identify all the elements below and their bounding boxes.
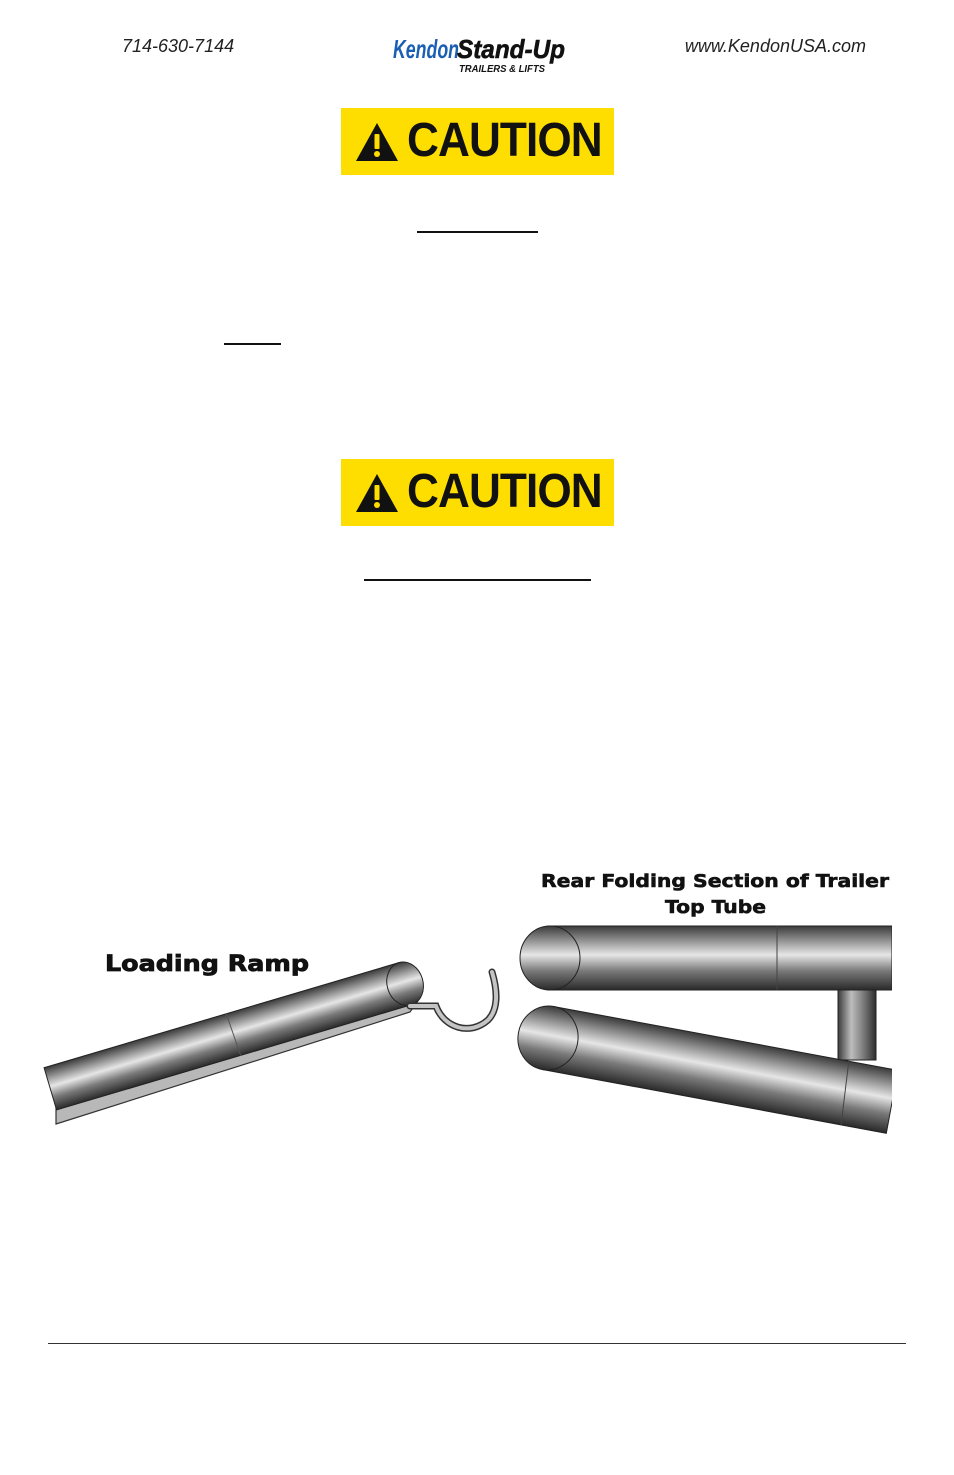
label-top-tube: Top Tube — [665, 897, 766, 918]
caution-label: CAUTION — [407, 114, 603, 167]
kendon-logo: Kendon Stand-Up TRAILERS & LIFTS — [393, 34, 565, 75]
trailer-top-tube — [519, 925, 893, 991]
logo-product: Stand-Up — [457, 34, 565, 64]
ramp-hook — [406, 968, 500, 1032]
trailer-connector-post — [837, 989, 877, 1061]
note-underline — [224, 343, 281, 345]
label-loading-ramp: Loading Ramp — [105, 952, 309, 977]
caution-banner: CAUTION — [341, 108, 614, 175]
heading-underline — [417, 231, 538, 233]
ramp-diagram: Loading Ramp Rear Folding Section of Tra… — [43, 860, 954, 1150]
footer-rule — [48, 1343, 906, 1344]
caution-label: CAUTION — [407, 465, 603, 518]
caution-banner: CAUTION — [341, 459, 614, 526]
trailer-lower-tube — [517, 860, 954, 1150]
logo-tagline: TRAILERS & LIFTS — [459, 64, 545, 75]
warning-triangle-icon — [356, 474, 398, 512]
phone-number: 714-630-7144 — [122, 36, 235, 56]
warning-triangle-icon — [356, 123, 398, 161]
logo-brand: Kendon — [393, 34, 459, 64]
label-trailer-section: Rear Folding Section of Trailer — [541, 871, 889, 892]
website-url: www.KendonUSA.com — [684, 36, 866, 56]
loading-ramp-tube — [43, 961, 424, 1125]
heading-underline — [364, 579, 591, 581]
